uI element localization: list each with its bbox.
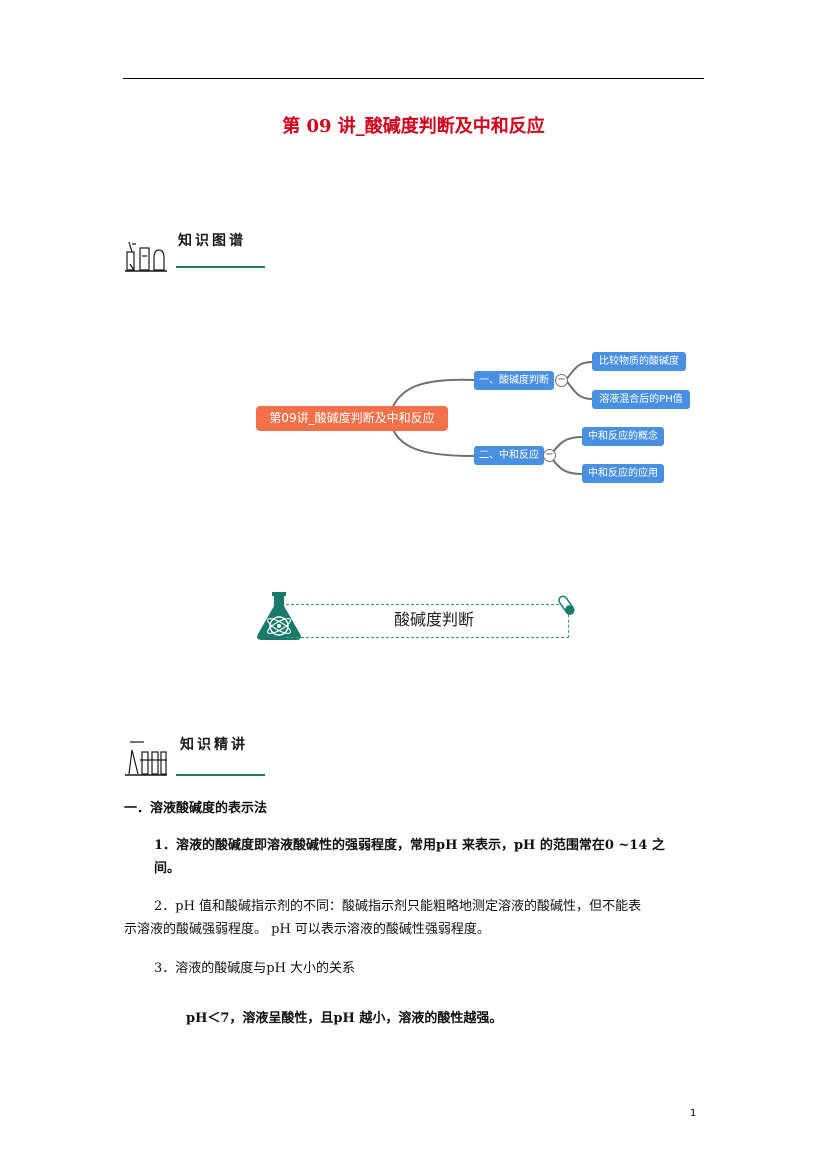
test-tube-icon <box>556 594 578 618</box>
mindmap-leaf-neutralization-concept[interactable]: 中和反应的概念 <box>582 427 664 446</box>
page-number: 1 <box>690 1108 697 1119</box>
knowledge-lecture-icon <box>124 740 168 778</box>
document-title: 第 09 讲_酸碱度判断及中和反应 <box>282 116 545 137</box>
content-heading: 一．溶液酸碱度的表示法 <box>124 801 268 816</box>
knowledge-map-heading: 知识图谱 <box>178 233 246 249</box>
paragraph-2-line-1: 2．pH 值和酸碱指示剂的不同：酸碱指示剂只能粗略地测定溶液的酸碱性，但不能表 <box>154 899 642 914</box>
mindmap-root-node[interactable]: 第09讲_酸碱度判断及中和反应 <box>256 406 448 431</box>
mindmap-leaf-mixed-ph[interactable]: 溶液混合后的PH值 <box>592 390 690 409</box>
knowledge-lecture-underline <box>176 774 265 776</box>
paragraph-3: 3．溶液的酸碱度与pH 大小的关系 <box>154 961 356 976</box>
collapse-icon[interactable]: − <box>555 374 568 387</box>
mindmap-branch-acidity[interactable]: 一、酸碱度判断 <box>474 371 554 390</box>
mindmap-leaf-compare-acidity[interactable]: 比较物质的酸碱度 <box>592 352 686 371</box>
header-rule <box>123 78 704 79</box>
collapse-icon[interactable]: − <box>543 449 556 462</box>
knowledge-lecture-heading: 知识精讲 <box>180 737 248 753</box>
banner-title: 酸碱度判断 <box>393 610 474 629</box>
knowledge-map-underline <box>176 266 265 268</box>
paragraph-1-line-2: 间。 <box>154 861 181 876</box>
mindmap-leaf-neutralization-application[interactable]: 中和反应的应用 <box>582 464 664 483</box>
knowledge-map-icon <box>124 238 168 274</box>
paragraph-2-line-2: 示溶液的酸碱强弱程度。 pH 可以表示溶液的酸碱性强弱程度。 <box>124 922 490 937</box>
paragraph-4: pH＜7，溶液呈酸性，且pH 越小，溶液的酸性越强。 <box>186 1011 503 1026</box>
flask-icon <box>254 590 304 642</box>
paragraph-1-line-1: 1．溶液的酸碱度即溶液酸碱性的强弱程度，常用pH 来表示，pH 的范围常在0 ~… <box>154 838 665 853</box>
banner-frame <box>286 604 569 638</box>
mindmap-branch-neutralization[interactable]: 二、中和反应 <box>474 446 544 465</box>
